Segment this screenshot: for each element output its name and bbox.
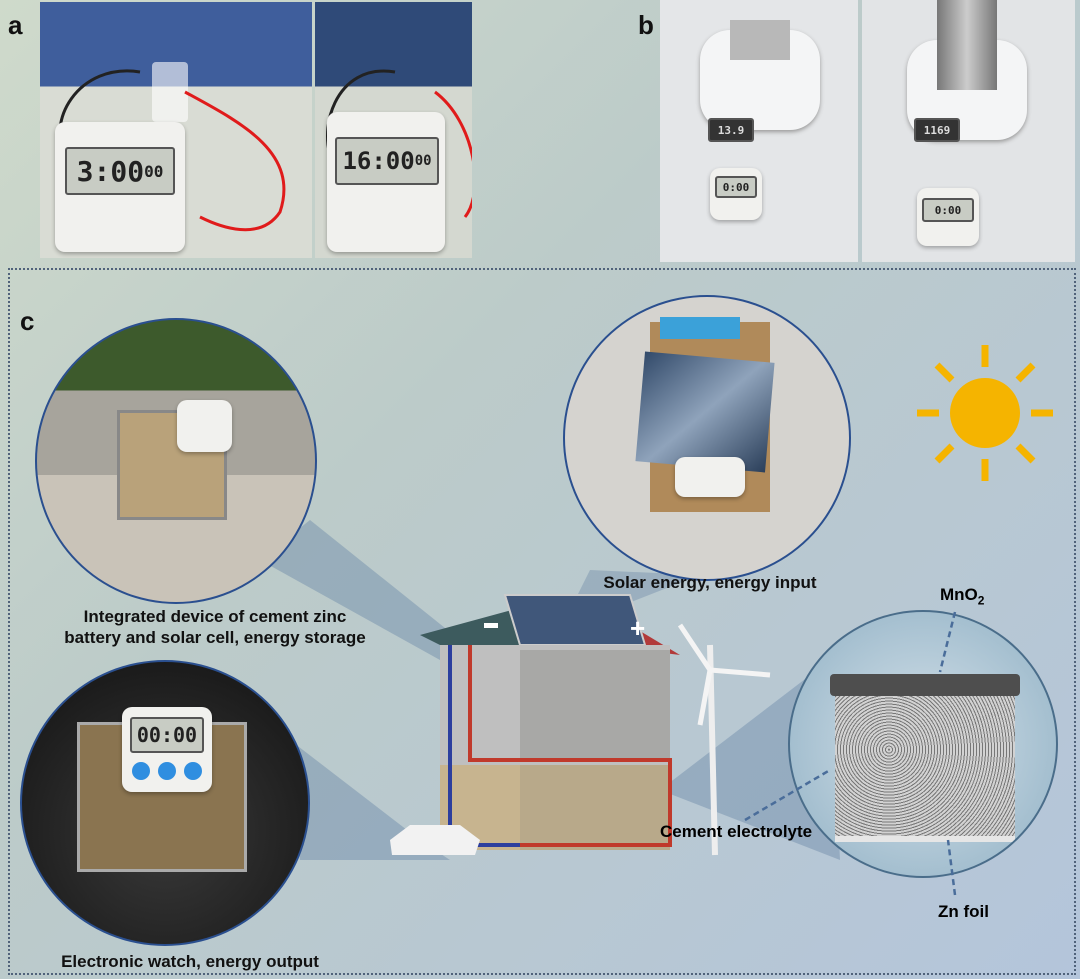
label-zn-foil: Zn foil <box>938 902 989 921</box>
label-mno2-text: MnO <box>940 585 978 604</box>
watch: 00:00 <box>122 707 212 792</box>
sun-icon <box>917 345 1053 481</box>
timer-display: 16:00 <box>342 147 415 175</box>
watch <box>675 457 745 497</box>
photo-solar-panel <box>563 295 851 581</box>
panel-c-frame <box>8 268 1076 975</box>
beaker-cell <box>152 62 188 122</box>
caption-line: battery and solar cell, energy storage <box>64 628 366 648</box>
panel-label-c: c <box>20 306 35 336</box>
device-box <box>117 410 227 520</box>
caption-energy-storage: Integrated device of cement zinc battery … <box>20 606 410 649</box>
timer-display-sub: 00 <box>144 161 164 181</box>
watch-display: 0:00 <box>922 198 974 222</box>
photo-electronic-watch: 00:00 <box>20 660 310 946</box>
caption-line: Integrated device of cement zinc <box>83 607 347 626</box>
scale-display: 13.9 <box>708 118 754 142</box>
minus-terminal <box>484 623 498 628</box>
timer-display: 3:00 <box>76 154 145 188</box>
caption-energy-input: Solar energy, energy input <box>603 573 817 592</box>
photo-integrated-device <box>35 318 317 604</box>
label-cement-electrolyte: Cement electrolyte <box>660 822 813 841</box>
photo-scale-light: 13.9 0:00 <box>660 0 858 262</box>
scale-display: 1169 <box>914 118 960 142</box>
watch-display: 0:00 <box>715 176 757 198</box>
watch <box>177 400 232 452</box>
panel-label-b: b <box>638 10 654 40</box>
cement-electrolyte-layer <box>835 692 1015 842</box>
battery-cross-section <box>788 610 1058 878</box>
plus-terminal: + <box>630 613 645 643</box>
caption-energy-output: Electronic watch, energy output <box>61 952 319 971</box>
watch-display: 00:00 <box>130 717 204 753</box>
panel-label-a: a <box>8 10 23 40</box>
mno2-layer <box>830 674 1020 696</box>
label-mno2: MnO2 <box>940 585 984 607</box>
label-mno2-subscript: 2 <box>977 593 985 608</box>
timer-display-sub: 00 <box>414 153 432 169</box>
car <box>390 825 480 855</box>
photo-scale-heavy: 1169 0:00 <box>862 0 1075 262</box>
house-illustration: + <box>390 594 771 856</box>
